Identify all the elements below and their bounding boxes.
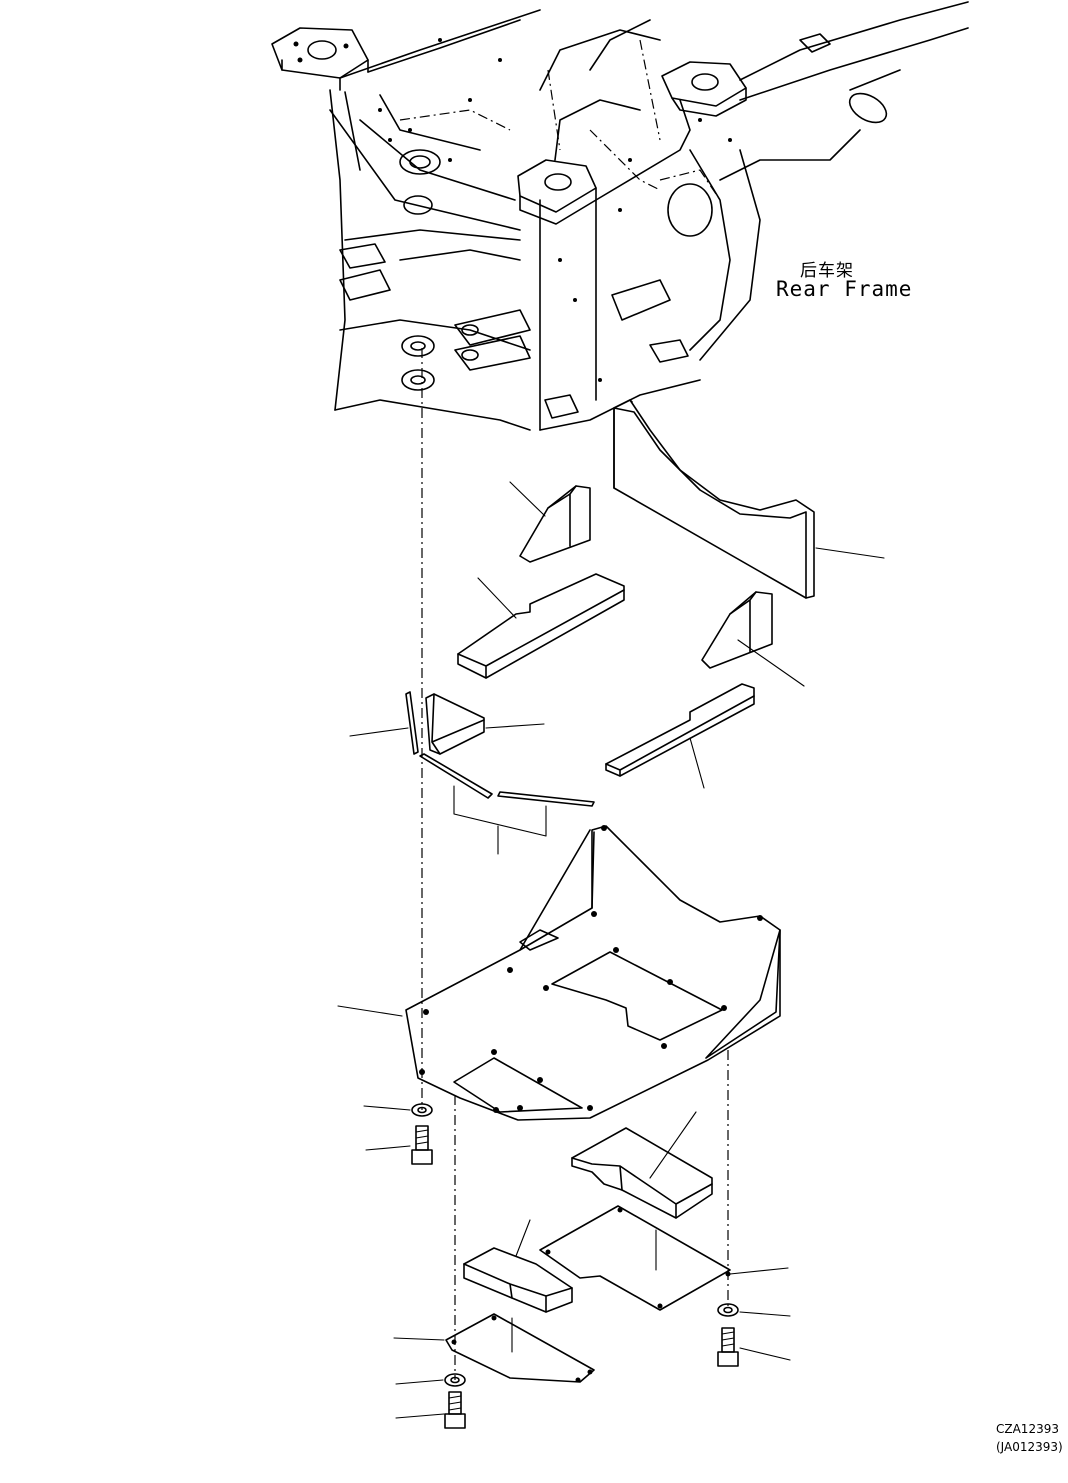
long-step-block-left	[457, 573, 625, 679]
washer-left-upper	[363, 1103, 433, 1117]
lower-foam-block-left	[463, 1219, 573, 1313]
washer-left-lower	[395, 1373, 466, 1387]
long-step-block-right	[605, 683, 755, 789]
large-curved-panel	[613, 399, 885, 599]
wedge-block-upper	[509, 481, 591, 563]
lower-plate-right	[539, 1205, 789, 1311]
main-floor-plate	[337, 825, 781, 1121]
bolt-left-lower	[395, 1391, 466, 1429]
edge-trims	[349, 691, 595, 855]
rear-frame	[271, 1, 969, 431]
rear-frame-label-en: Rear Frame	[776, 277, 913, 301]
rear-frame-label-cn: 后车架	[800, 261, 854, 281]
lower-plate-left	[393, 1313, 595, 1383]
bolt-left-upper	[365, 1125, 433, 1165]
wedge-block-right	[701, 591, 805, 687]
bolt-right-lower	[717, 1327, 791, 1367]
drawing-code-alt: (JA012393)	[996, 1440, 1063, 1454]
washer-right-lower	[717, 1303, 791, 1317]
lower-foam-block-right	[571, 1111, 713, 1219]
small-wedge-block	[425, 693, 545, 755]
drawing-code: CZA12393	[996, 1422, 1059, 1436]
assembly-lines	[421, 348, 729, 1380]
